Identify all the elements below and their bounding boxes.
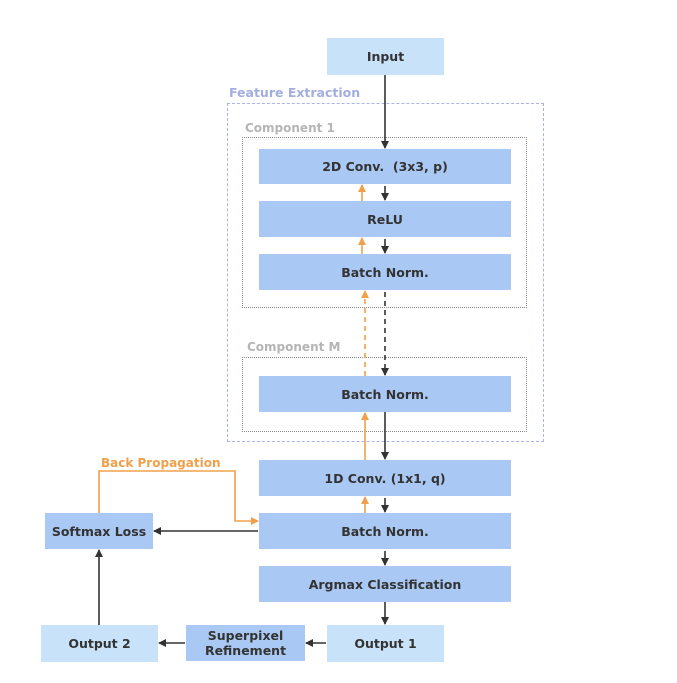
backprop-softmax-to-bn2 [98,470,259,525]
component-1-label: Component 1 [245,121,335,135]
superpixel-label-line1: Superpixel [207,628,284,643]
output-2-node: Output 2 [41,625,158,662]
softmax-loss-node: Softmax Loss [45,513,153,549]
superpixel-label-line2: Refinement [204,643,287,658]
feature-extraction-label: Feature Extraction [229,85,361,100]
back-propagation-label: Back Propagation [101,456,221,470]
superpixel-refinement-node: Superpixel Refinement [186,625,305,661]
input-node: Input [327,38,444,75]
batch-norm-2-node: Batch Norm. [259,513,511,549]
batch-norm-1-node: Batch Norm. [259,254,511,290]
conv1d-node: 1D Conv. (1x1, q) [259,460,511,496]
conv2d-node: 2D Conv. (3x3, p) [259,149,511,184]
relu-node: ReLU [259,201,511,237]
component-m-label: Component M [247,340,341,354]
output-1-node: Output 1 [327,625,444,662]
batch-norm-m-node: Batch Norm. [259,376,511,412]
argmax-node: Argmax Classification [259,566,511,602]
